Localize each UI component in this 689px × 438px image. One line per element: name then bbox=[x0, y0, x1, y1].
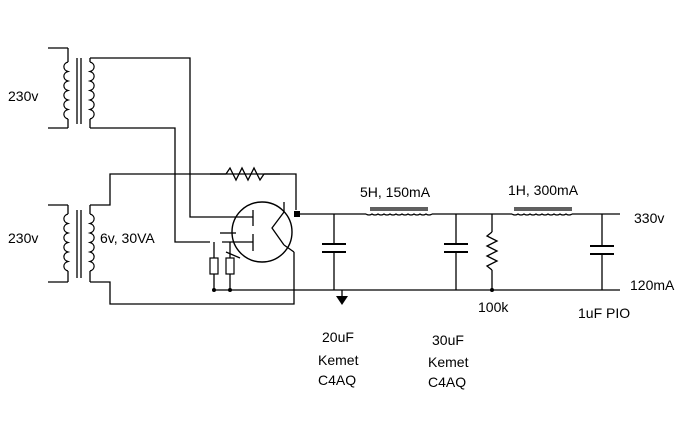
ground-arrow bbox=[336, 290, 348, 305]
ht-wiring bbox=[90, 57, 222, 243]
transformer-heater bbox=[48, 204, 95, 283]
label-out-current: 120mA bbox=[630, 277, 675, 293]
label-out-voltage: 330v bbox=[634, 210, 665, 226]
choke-1 bbox=[365, 207, 512, 216]
label-choke-2: 1H, 300mA bbox=[508, 182, 579, 198]
tube-resistor bbox=[210, 166, 280, 182]
transformer-ht bbox=[48, 47, 95, 129]
label-choke-1: 5H, 150mA bbox=[360, 184, 431, 200]
label-cap-2-value: 30uF bbox=[432, 332, 464, 348]
label-mains-bottom: 230v bbox=[8, 230, 39, 246]
label-mains-top: 230v bbox=[8, 88, 39, 104]
label-cap-2-brand: Kemet bbox=[428, 354, 469, 370]
label-cap-2-model: C4AQ bbox=[428, 374, 467, 390]
label-heater: 6v, 30VA bbox=[100, 230, 155, 246]
capacitor-1 bbox=[322, 214, 346, 290]
label-cap-1-value: 20uF bbox=[322, 329, 354, 345]
label-bleeder: 100k bbox=[478, 299, 509, 315]
label-cap-1-model: C4AQ bbox=[318, 372, 357, 388]
heater-wiring bbox=[90, 173, 297, 305]
choke-2 bbox=[511, 207, 620, 216]
rectifier-tube bbox=[220, 201, 295, 290]
label-cap-3: 1uF PIO bbox=[578, 305, 631, 321]
capacitor-3 bbox=[590, 214, 614, 290]
grid-resistors bbox=[209, 242, 235, 292]
output-node bbox=[294, 211, 366, 217]
bleeder-resistor bbox=[485, 214, 499, 292]
label-cap-1-brand: Kemet bbox=[318, 352, 359, 368]
capacitor-2 bbox=[444, 214, 468, 290]
